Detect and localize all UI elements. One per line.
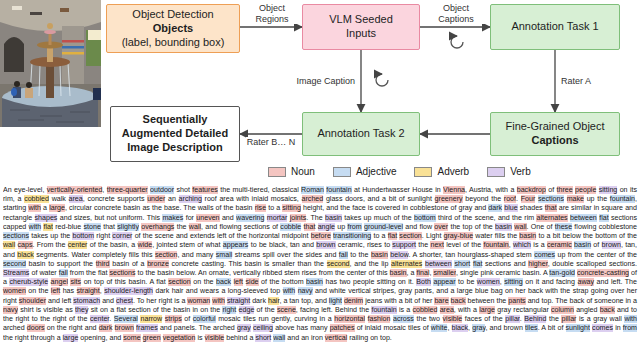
mosaic-strip <box>62 52 84 55</box>
edge-label: Rater A <box>560 76 592 86</box>
arched-ceiling <box>0 0 101 31</box>
flow-arrow <box>240 26 302 27</box>
box-text: VLM Seeded Inputs <box>324 13 398 41</box>
legend-text: Adverb <box>437 166 469 177</box>
process-box: VLM Seeded Inputs <box>302 4 420 50</box>
legend-text: Noun <box>291 166 315 177</box>
flow-arrow <box>420 133 490 134</box>
legend-swatch <box>268 167 286 177</box>
flow-arrow <box>360 50 361 112</box>
legend-text: Verb <box>510 166 531 177</box>
mosaic-patch <box>30 12 42 15</box>
green-vegetation <box>86 30 101 66</box>
box-text: Annotation Task 1 <box>511 20 598 34</box>
sunlight-opening <box>88 30 101 40</box>
legend-item: Adverb <box>414 166 469 177</box>
mosaic-column <box>62 26 84 88</box>
mosaic-patch <box>12 6 22 10</box>
process-box: Annotation Task 1 <box>490 4 620 50</box>
edge-label: Image Caption <box>295 76 356 86</box>
box-text: Sequentially Augmented Detailed Image De… <box>116 113 234 154</box>
box-text: Fine-Grained Object <box>505 120 604 134</box>
blue-bag <box>11 88 17 96</box>
pink-basin <box>44 30 56 34</box>
legend-text: Adjective <box>356 166 397 177</box>
flow-arrow <box>554 50 555 112</box>
legend-swatch <box>414 167 432 177</box>
flow-arrow <box>420 26 490 27</box>
edge-label: Object Captions <box>423 3 489 24</box>
basin-wall <box>2 98 98 127</box>
person-head <box>26 82 32 88</box>
box-text: Objects <box>153 22 193 36</box>
legend-item: Noun <box>268 166 315 177</box>
box-text: Captions <box>531 134 578 148</box>
fountain-stem <box>46 62 54 98</box>
person-body <box>25 88 33 98</box>
edge-label: Rater B… N <box>246 137 297 147</box>
water-streams <box>30 63 70 96</box>
mosaic-strip <box>62 46 84 49</box>
arched-door <box>4 37 24 72</box>
fountain-photo <box>0 0 101 127</box>
legend-swatch <box>333 167 351 177</box>
process-box: Object DetectionObjects(label, bounding … <box>106 4 240 53</box>
person-head <box>14 81 20 87</box>
box-text: Annotation Task 2 <box>317 127 404 141</box>
edge-label: Object Regions <box>243 3 301 24</box>
output-box: Sequentially Augmented Detailed Image De… <box>110 106 240 162</box>
process-box: Fine-Grained ObjectCaptions <box>490 112 620 156</box>
box-text: Object Detection <box>132 8 213 22</box>
flow-arrow <box>240 133 302 134</box>
cobble-joints <box>10 110 90 122</box>
process-box: Annotation Task 2 <box>302 112 420 156</box>
photo-ground <box>0 0 101 127</box>
cherub-figure <box>47 23 53 29</box>
mosaic-strip <box>62 40 84 43</box>
loop-icon <box>451 36 463 48</box>
description-text: An eye-level, vertically-oriented, three… <box>3 186 637 343</box>
legend-swatch <box>487 167 505 177</box>
box-text: (label, bounding box) <box>122 36 225 50</box>
pos-legend: Noun Adjective Adverb Verb <box>268 166 531 177</box>
loop-icon <box>376 74 388 86</box>
legend-item: Adjective <box>333 166 397 177</box>
legend-item: Verb <box>487 166 531 177</box>
mosaic-patch <box>60 8 69 12</box>
person-body <box>93 88 101 100</box>
